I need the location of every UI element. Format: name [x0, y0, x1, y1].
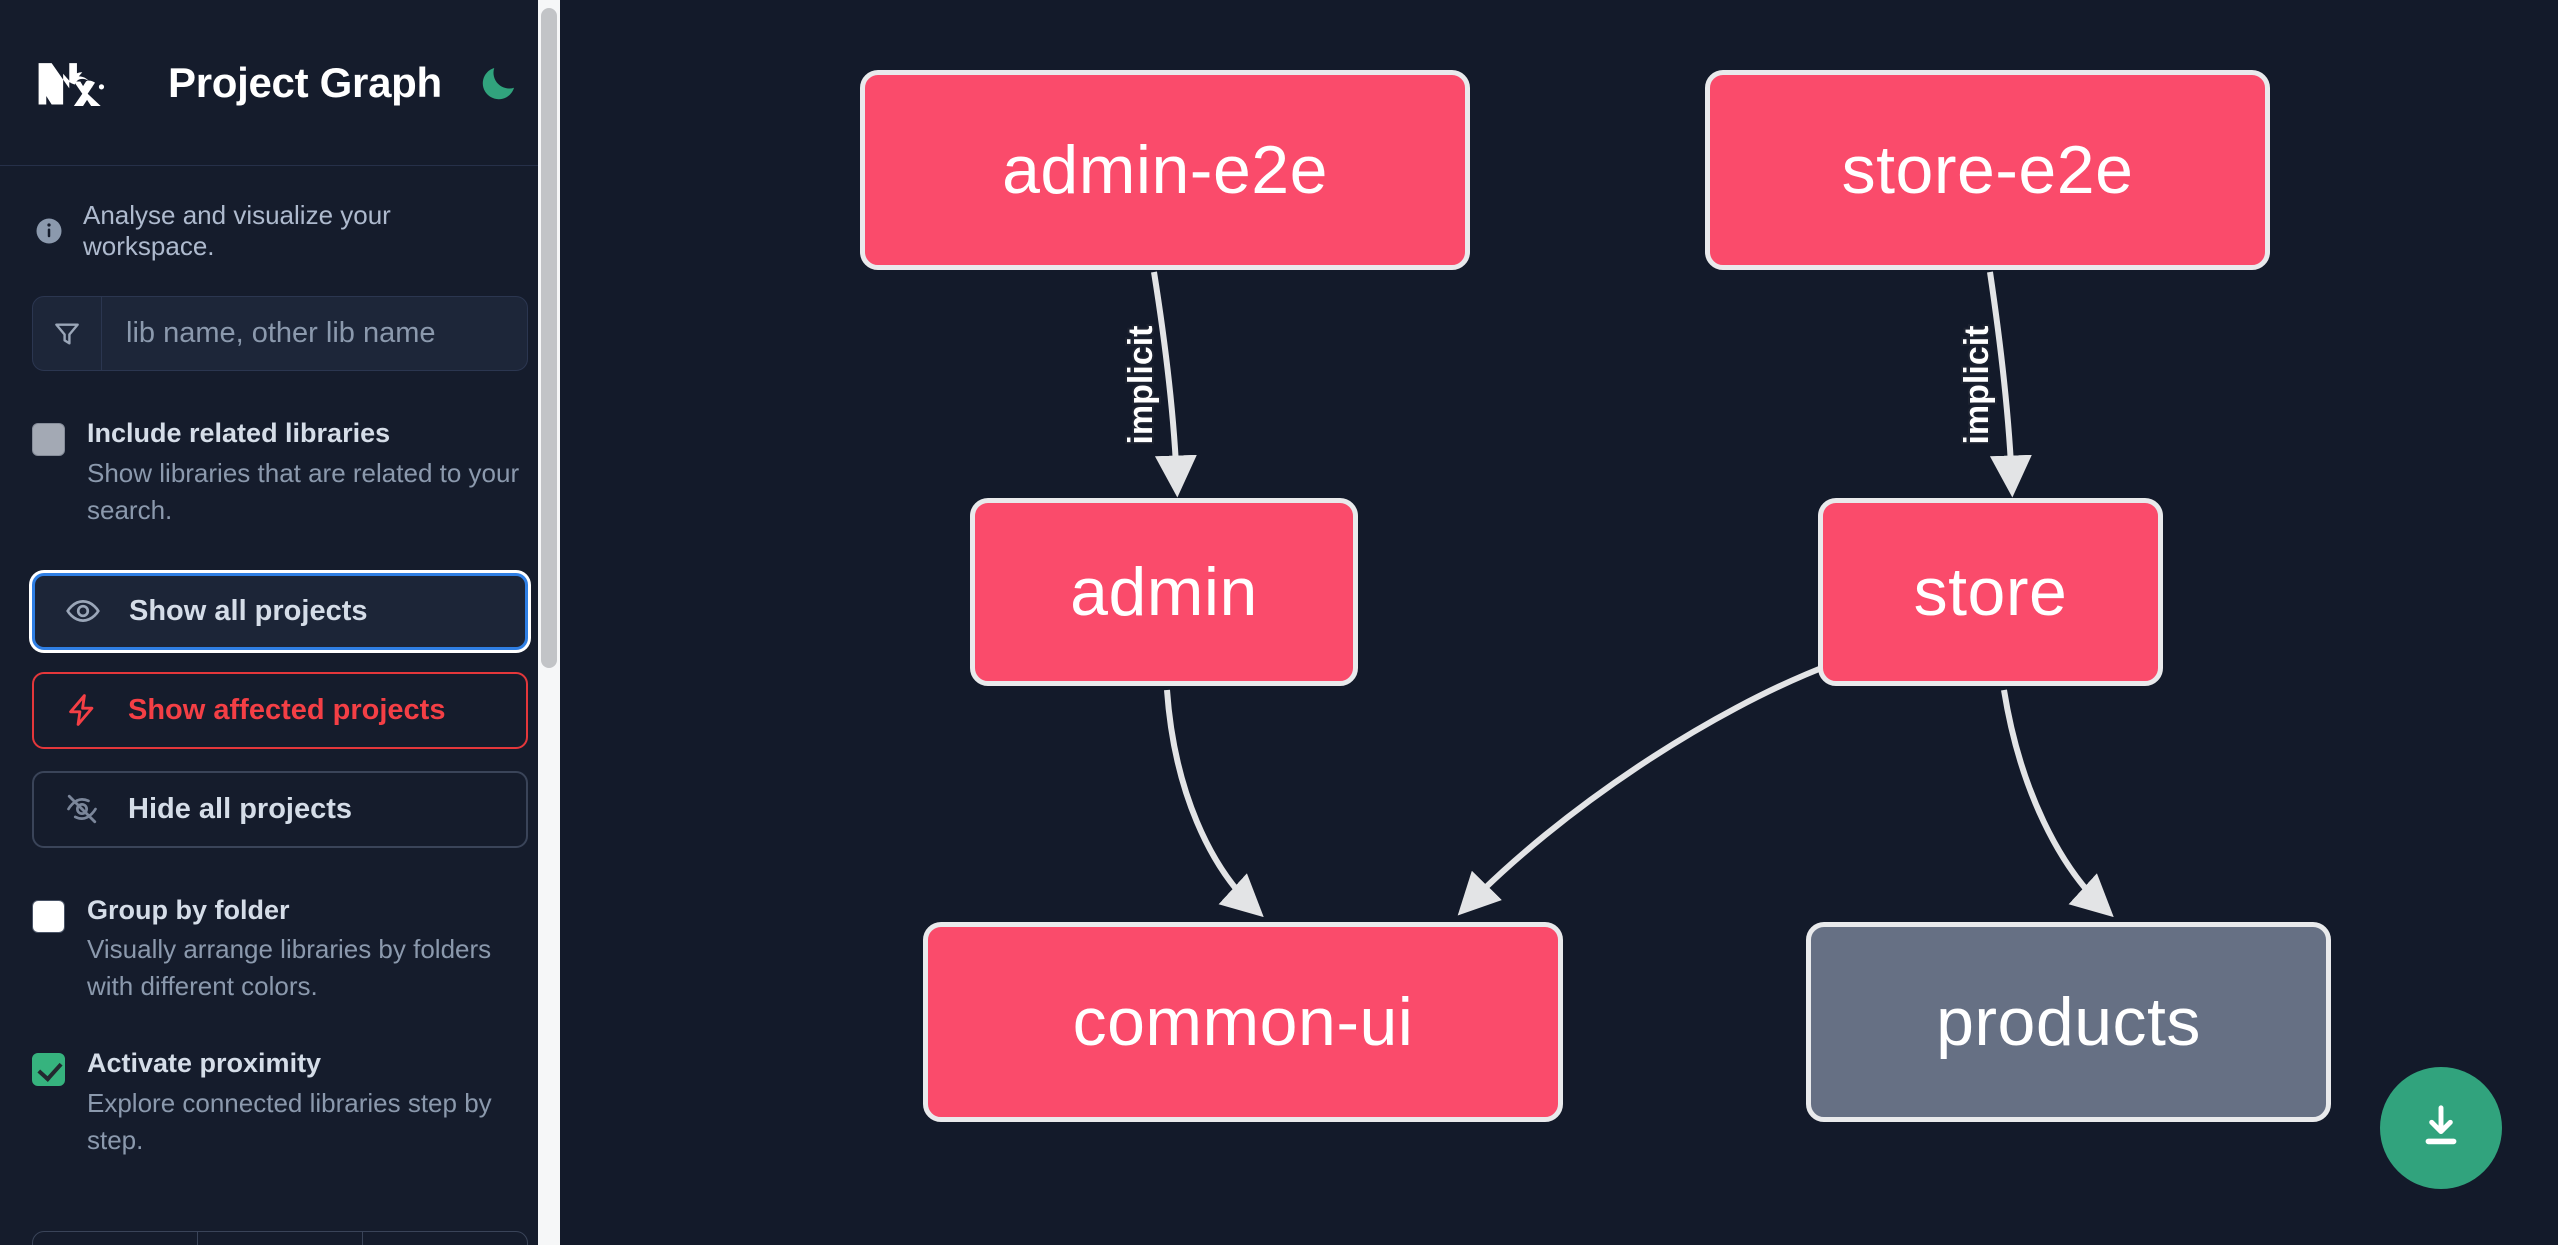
sidebar-scrollbar[interactable] — [538, 0, 560, 1245]
edge-labels: implicit implicit — [1120, 323, 1998, 446]
workspace-info: Analyse and visualize your workspace. — [0, 166, 560, 262]
node-label: admin — [1070, 554, 1258, 630]
option-group-by-folder[interactable]: Group by folder Visually arrange librari… — [32, 894, 528, 1006]
segment-1[interactable] — [33, 1232, 198, 1245]
activate-proximity-checkbox[interactable] — [32, 1053, 65, 1087]
segment-2[interactable] — [198, 1232, 363, 1245]
include-related-libraries-checkbox[interactable] — [32, 423, 65, 456]
option-description: Show libraries that are related to your … — [87, 457, 520, 525]
option-label: Activate proximity — [87, 1048, 322, 1079]
show-all-projects-button[interactable]: Show all projects — [32, 572, 528, 650]
edge-store-products — [2001, 689, 2114, 918]
nx-logo-icon — [34, 52, 126, 114]
moon-icon[interactable] — [476, 60, 522, 106]
node-label: products — [1936, 984, 2201, 1060]
graph-node-store[interactable]: store — [1818, 498, 2163, 686]
eye-slash-icon — [62, 789, 102, 829]
option-description: Explore connected libraries step by step… — [87, 1087, 492, 1155]
edge-store-common-ui — [1457, 661, 1834, 916]
edge-label-implicit-store: implicit — [1958, 325, 1996, 444]
option-label: Include related libraries — [87, 418, 391, 448]
search-box[interactable] — [32, 296, 528, 371]
sidebar: Project Graph Analyse and visualize your… — [0, 0, 560, 1245]
node-label: common-ui — [1072, 984, 1414, 1060]
group-by-folder-checkbox[interactable] — [32, 899, 65, 933]
graph-node-store-e2e[interactable]: store-e2e — [1705, 70, 2270, 270]
graph-node-common-ui[interactable]: common-ui — [923, 922, 1563, 1122]
search-input[interactable] — [102, 297, 527, 370]
edge-admin-common-ui — [1164, 689, 1264, 918]
node-label: store-e2e — [1841, 132, 2134, 208]
show-affected-projects-button[interactable]: Show affected projects — [32, 671, 528, 749]
option-activate-proximity[interactable]: Activate proximity Explore connected lib… — [32, 1047, 528, 1159]
sidebar-scrollbar-thumb[interactable] — [541, 8, 557, 668]
lightning-bolt-icon — [62, 690, 102, 730]
option-include-related-libraries[interactable]: Include related libraries Show libraries… — [32, 417, 528, 529]
edge-admin-e2e-admin — [1151, 271, 1197, 498]
filter-funnel-icon — [33, 297, 102, 370]
option-label: Group by folder — [87, 894, 290, 925]
graph-node-admin-e2e[interactable]: admin-e2e — [860, 70, 1470, 270]
eye-icon — [63, 591, 103, 631]
sidebar-header: Project Graph — [0, 0, 560, 166]
button-label: Show all projects — [129, 594, 368, 627]
project-visibility-buttons: Show all projects Show affected projects — [32, 572, 528, 848]
edge-label-implicit-admin: implicit — [1122, 325, 1160, 444]
download-icon — [2413, 1098, 2469, 1159]
button-label: Hide all projects — [128, 792, 353, 825]
segmented-control[interactable] — [32, 1231, 528, 1245]
sidebar-body: Include related libraries Show libraries… — [0, 262, 560, 1159]
option-description: Visually arrange libraries by folders wi… — [87, 934, 492, 1002]
download-graph-button[interactable] — [2380, 1067, 2502, 1189]
graph-canvas[interactable]: implicit implicit admin-e2e store-e2e ad… — [560, 0, 2558, 1245]
hide-all-projects-button[interactable]: Hide all projects — [32, 770, 528, 848]
button-label: Show affected projects — [128, 693, 446, 726]
segment-3[interactable] — [363, 1232, 527, 1245]
node-label: store — [1913, 554, 2068, 630]
page-title: Project Graph — [168, 58, 442, 106]
workspace-info-text: Analyse and visualize your workspace. — [83, 200, 391, 261]
edge-store-e2e-store — [1987, 271, 2032, 498]
node-label: admin-e2e — [1002, 132, 1328, 208]
info-circle-icon — [34, 216, 64, 246]
graph-node-admin[interactable]: admin — [970, 498, 1358, 686]
graph-edges: implicit implicit — [1120, 271, 2114, 918]
graph-node-products[interactable]: products — [1806, 922, 2331, 1122]
